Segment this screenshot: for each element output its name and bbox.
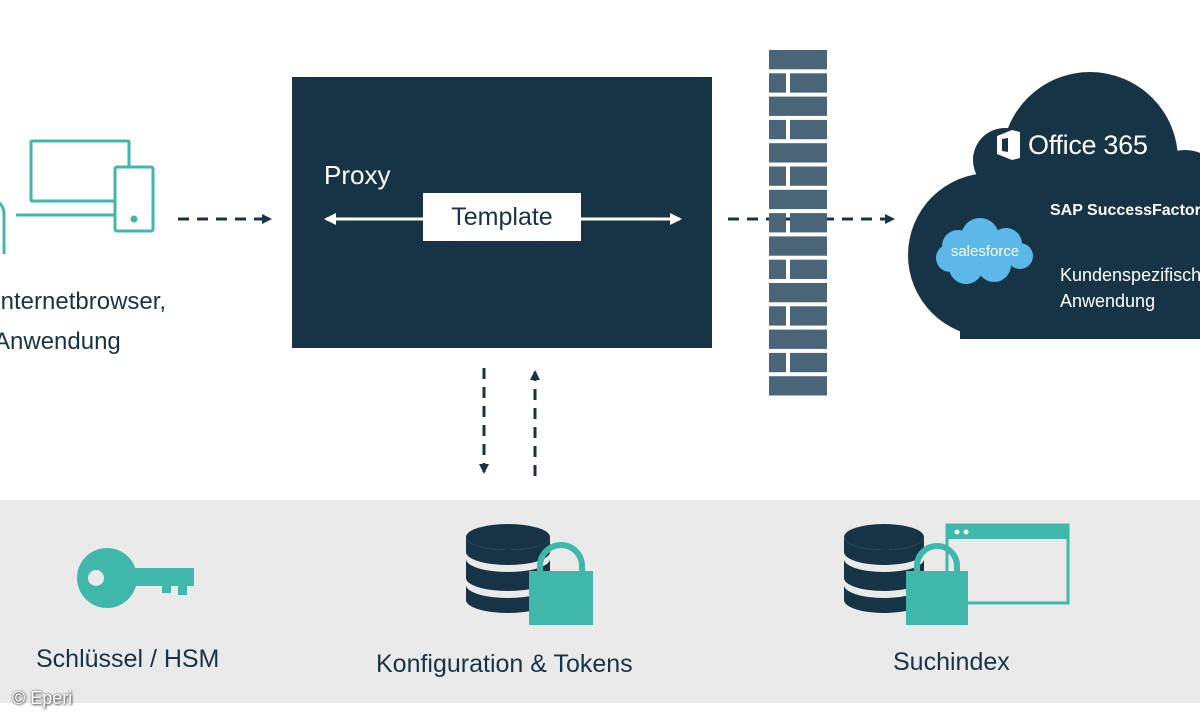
brick bbox=[769, 329, 827, 349]
brick bbox=[790, 166, 827, 186]
brick bbox=[769, 73, 786, 93]
brick bbox=[769, 352, 786, 373]
brick bbox=[769, 236, 827, 256]
brick bbox=[790, 352, 827, 373]
brick bbox=[769, 50, 827, 70]
search-database-icon bbox=[844, 524, 924, 613]
brick bbox=[790, 259, 827, 279]
template-box: Template bbox=[423, 193, 581, 241]
brick bbox=[790, 73, 827, 93]
brick bbox=[790, 213, 827, 233]
search-index-label: Suchindex bbox=[893, 648, 1010, 676]
brick bbox=[769, 376, 827, 396]
brick bbox=[769, 166, 786, 186]
brick bbox=[769, 306, 786, 326]
config-lock-icon bbox=[529, 542, 593, 625]
office-logo-icon bbox=[997, 130, 1020, 160]
sap-label: SAP SuccessFactors bbox=[1050, 202, 1200, 219]
brick bbox=[769, 259, 786, 279]
salesforce-logo-icon bbox=[936, 218, 1033, 284]
office365-label: Office 365 bbox=[1028, 130, 1148, 160]
salesforce-label: salesforce bbox=[950, 243, 1020, 260]
brick bbox=[769, 189, 827, 210]
client-label: Internetbrowser, Anwendung bbox=[0, 288, 167, 355]
brick bbox=[769, 283, 827, 303]
key-hsm-label: Schlüssel / HSM bbox=[36, 645, 220, 673]
custom-app-label: Kundenspezifische Anwendung bbox=[1060, 265, 1200, 311]
search-lock-icon bbox=[906, 543, 968, 625]
brick bbox=[769, 96, 827, 116]
brick bbox=[790, 119, 827, 140]
firewall-icon bbox=[769, 50, 827, 396]
config-tokens-label: Konfiguration & Tokens bbox=[376, 650, 633, 678]
brick bbox=[769, 213, 786, 233]
brick bbox=[769, 119, 786, 140]
devices-icon bbox=[0, 139, 155, 254]
copyright-label: © Eperi bbox=[12, 688, 73, 708]
key-icon bbox=[77, 548, 194, 608]
brick bbox=[790, 306, 827, 326]
brick bbox=[769, 143, 827, 163]
proxy-label: Proxy bbox=[324, 160, 391, 190]
